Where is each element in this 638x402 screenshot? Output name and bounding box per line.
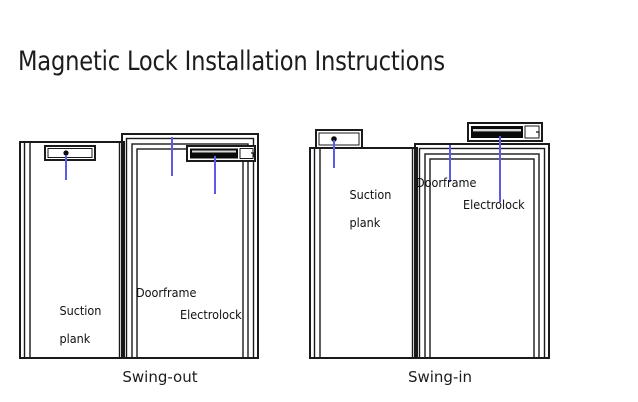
swing-out-doorframe [121, 133, 259, 359]
label-suction-plank: Suction plank [59, 303, 102, 346]
swing-out-suction-plank [44, 145, 96, 161]
label-suction-plank: Suction plank [349, 187, 392, 230]
caption-swing-in: Swing-in [407, 368, 473, 386]
swing-in-drawing [309, 122, 550, 359]
label-doorframe: Doorframe [416, 175, 477, 190]
diagram-swing-in: Suction plank Doorframe Electrolock [300, 110, 600, 370]
label-electrolock: Electrolock [180, 307, 242, 322]
page-title: Magnetic Lock Installation Instructions [18, 46, 445, 77]
label-electrolock: Electrolock [463, 197, 525, 212]
swing-in-electrolock [467, 122, 543, 142]
label-doorframe: Doorframe [136, 285, 197, 300]
swing-out-drawing [19, 133, 259, 359]
caption-swing-out: Swing-out [122, 368, 198, 386]
swing-out-electrolock [186, 145, 256, 162]
swing-in-suction-plank [315, 129, 363, 149]
diagram-swing-out: Suction plank Doorframe Electrolock [0, 110, 300, 370]
